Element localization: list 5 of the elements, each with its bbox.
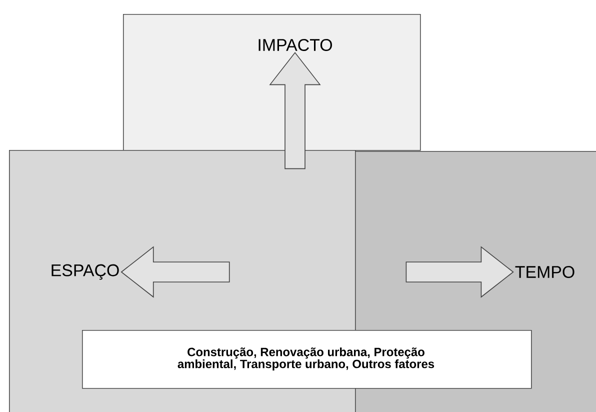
- block-arrow: [269, 52, 321, 170]
- block-arrow: [120, 246, 230, 298]
- panel: IMPACTO: [123, 14, 421, 151]
- block-arrow: [406, 246, 514, 298]
- text-box: Construção, Renovação urbana, Proteção ambiental, Transporte urbano, Outros fatores: [82, 330, 532, 389]
